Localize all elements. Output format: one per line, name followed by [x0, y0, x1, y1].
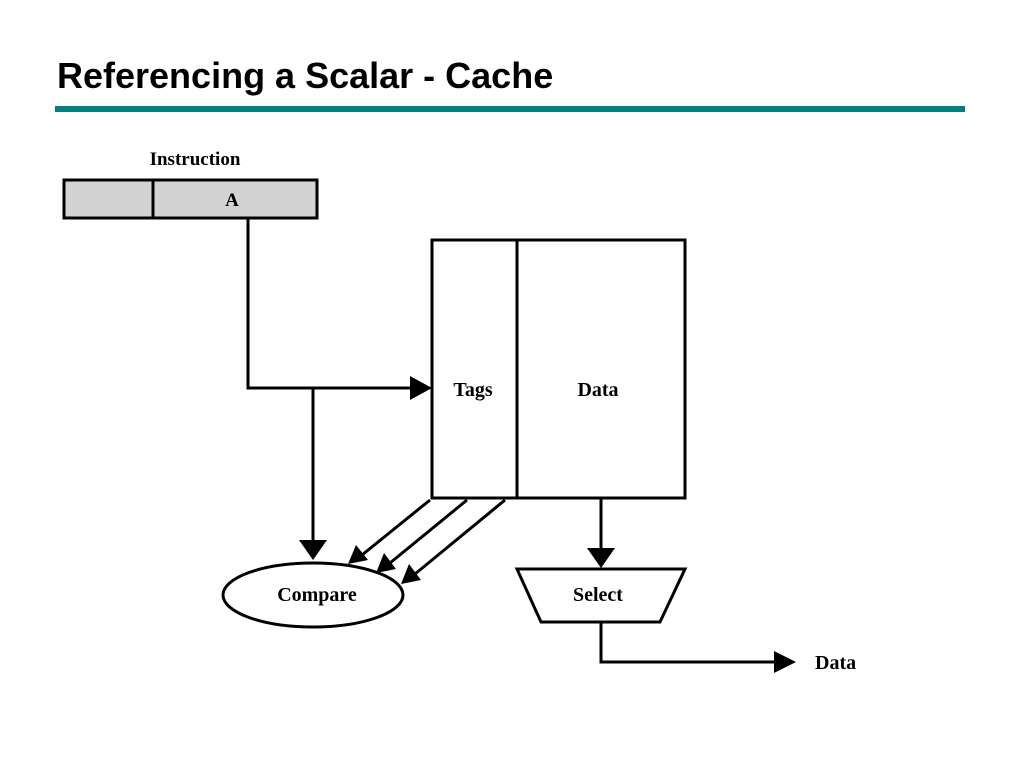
- compare-input-arrowhead: [299, 540, 327, 560]
- tags-label: Tags: [453, 379, 493, 401]
- tag-to-compare-lines: [348, 498, 506, 584]
- cache-block: Tags Data: [430, 238, 687, 500]
- tag-line-1: [361, 498, 431, 557]
- title-underline: [55, 106, 965, 112]
- tag-line-3: [414, 498, 506, 576]
- data-column-label: Data: [577, 379, 618, 401]
- instruction-field-address: [151, 178, 319, 220]
- address-line: [246, 218, 412, 390]
- compare-unit: Compare: [221, 561, 405, 629]
- select-trapezoid: [514, 567, 688, 624]
- tag-arrowhead-2: [376, 553, 396, 573]
- select-label: Select: [573, 584, 623, 606]
- data-to-select-arrowhead: [587, 548, 615, 568]
- slide-title: Referencing a Scalar - Cache: [57, 55, 554, 96]
- tag-arrowhead-3: [401, 564, 421, 584]
- compare-label: Compare: [277, 584, 357, 606]
- tag-line-2: [389, 498, 468, 565]
- output-line: [599, 622, 776, 664]
- output-arrowhead: [774, 651, 796, 673]
- instruction-field-a-label: A: [225, 190, 239, 211]
- tag-arrowhead-1: [348, 545, 368, 564]
- compare-ellipse: [221, 561, 405, 629]
- data-column: [515, 238, 687, 500]
- tags-arrowhead: [410, 376, 432, 400]
- select-unit: Select: [514, 567, 688, 624]
- output-data-label: Data: [815, 652, 856, 674]
- instruction-label: Instruction: [150, 149, 241, 170]
- instruction-register: A: [62, 178, 319, 220]
- instruction-field-opcode: [62, 178, 155, 220]
- tags-column: [430, 238, 519, 500]
